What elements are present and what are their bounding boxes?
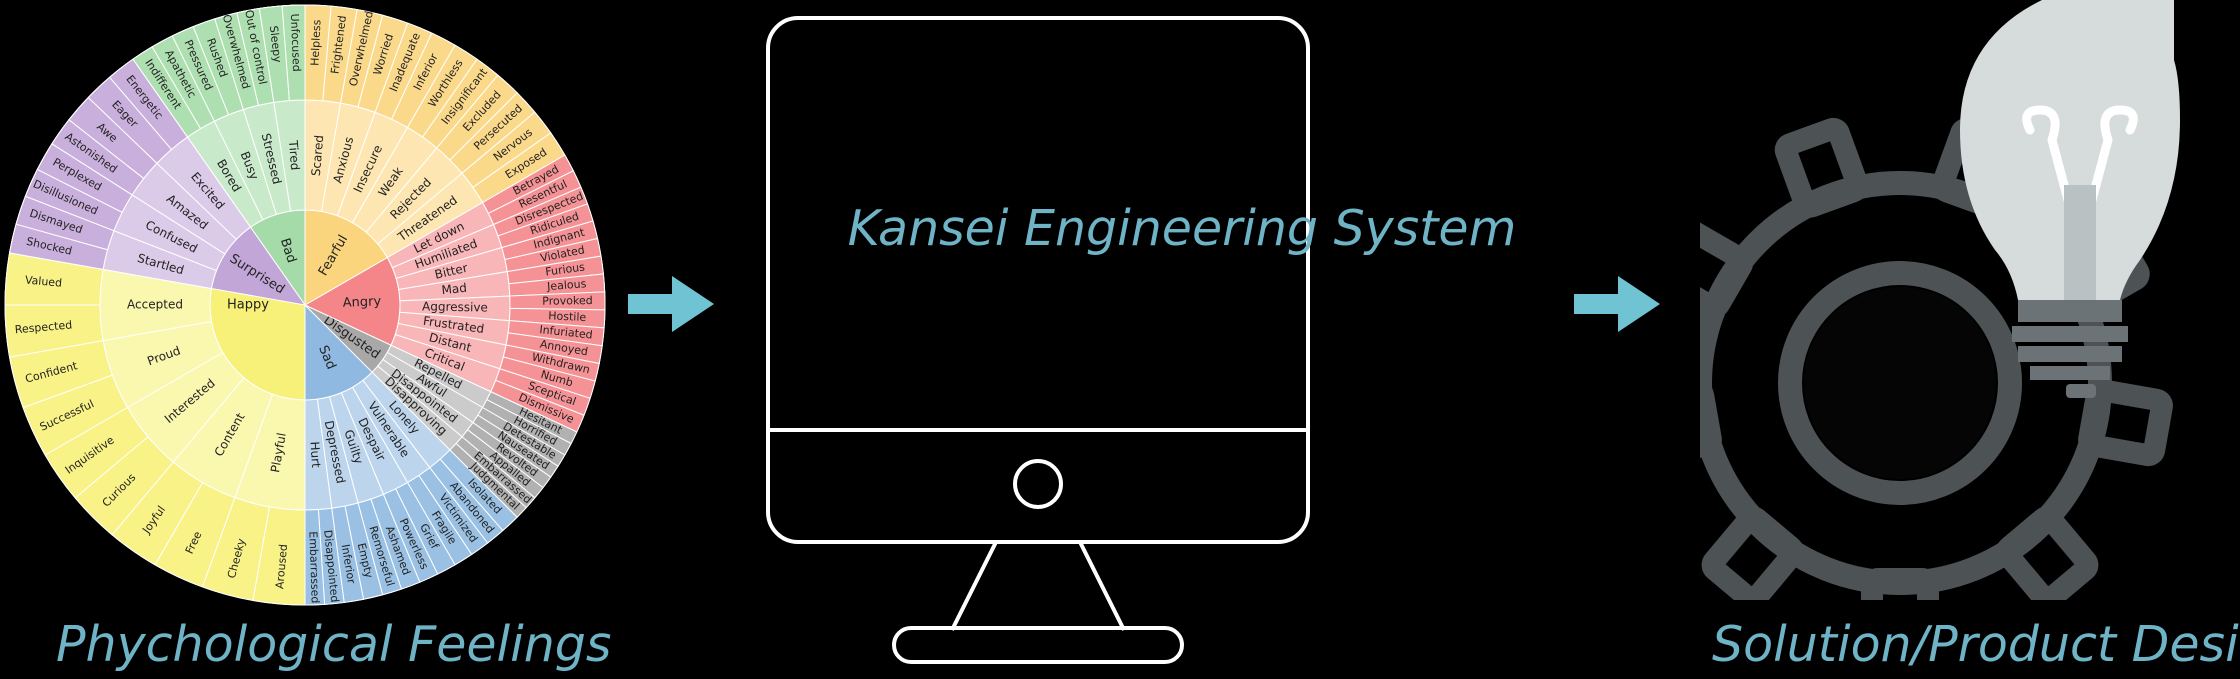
- wheel-outer-segment: [108, 58, 189, 151]
- wheel-outer-label: Jealous: [546, 277, 587, 293]
- solution-design-icon: [1700, 0, 2180, 600]
- monitor-icon: [766, 16, 1310, 664]
- wheel-outer-segment: [449, 442, 527, 518]
- wheel-outer-segment: [281, 4, 306, 102]
- caption-phychological-feelings: Phychological Feelings: [56, 616, 612, 673]
- feelings-wheel: PlayfulArousedCheekyContentFreeJoyfulInt…: [4, 4, 606, 606]
- caption-solution-product-design: Solution/Product Design: [1712, 616, 2240, 673]
- wheel-mid-label: Tired: [286, 139, 302, 171]
- wheel-outer-segment: [472, 132, 566, 204]
- lightbulb-icon: [1960, 0, 2180, 398]
- wheel-mid-label: Playful: [268, 432, 289, 474]
- wheel-outer-label: Valued: [24, 274, 62, 290]
- wheel-mid-label: Accepted: [127, 298, 183, 312]
- wheel-outer-label: Embarrassed: [306, 531, 321, 604]
- wheel-outer-label: Respected: [14, 318, 72, 336]
- wheel-mid-label: Mad: [441, 281, 468, 298]
- wheel-outer-label: Hostile: [548, 309, 587, 324]
- wheel-core-label: Bad: [277, 236, 299, 264]
- arrow-right-icon: [628, 276, 714, 332]
- arrow-right-icon: [1574, 276, 1660, 332]
- wheel-outer-segment: [490, 379, 585, 433]
- gear-icon: [1700, 117, 2173, 600]
- kansei-engineering-system-label: Kansei Engineering System: [847, 200, 1517, 257]
- wheel-core-label: Happy: [227, 298, 269, 313]
- wheel-core-label: Angry: [342, 294, 381, 311]
- wheel-outer-label: Sleepy: [267, 25, 284, 64]
- wheel-outer-label: Provoked: [542, 294, 593, 308]
- wheel-mid-label: Aggressive: [422, 299, 488, 314]
- wheel-outer-label: Helpless: [308, 19, 323, 66]
- wheel-outer-label: Infuriated: [539, 323, 594, 342]
- wheel-outer-label: Inferior: [339, 543, 358, 585]
- wheel-mid-label: Scared: [309, 134, 327, 176]
- wheel-outer-label: Aroused: [273, 543, 290, 589]
- wheel-mid-label: Hurt: [307, 441, 323, 468]
- wheel-outer-label: Unfocused: [288, 13, 303, 72]
- wheel-outer-segment: [304, 509, 326, 606]
- wheel-outer-label: Furious: [545, 260, 586, 278]
